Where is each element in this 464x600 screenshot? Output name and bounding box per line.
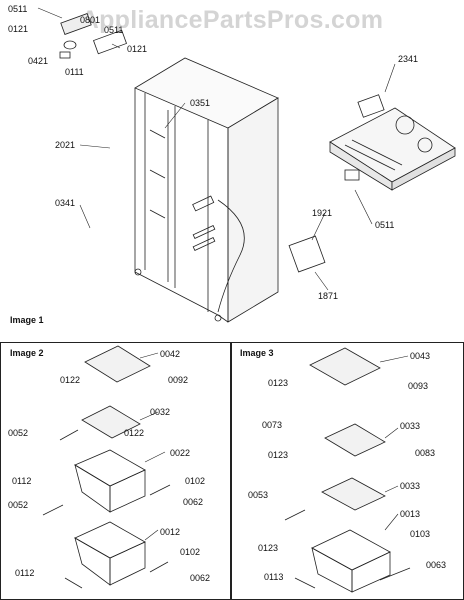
refrigerator-cabinet <box>134 57 279 323</box>
image2-title: Image 2 <box>10 348 44 358</box>
part-label: 0093 <box>408 381 429 391</box>
leader-lines <box>37 7 409 541</box>
part-label: 2021 <box>55 140 76 150</box>
part-label: 0043 <box>410 351 431 361</box>
part-label: 0511 <box>104 25 124 35</box>
part-label: 0112 <box>15 568 35 578</box>
part-label: 0033 <box>400 421 421 431</box>
part-label: 2341 <box>398 54 419 64</box>
part-label: 0052 <box>8 500 29 510</box>
part-label: 0421 <box>28 56 49 66</box>
part-label: 0801 <box>80 15 101 25</box>
part-label: 0121 <box>8 24 29 34</box>
part-label: 0013 <box>400 509 421 519</box>
part-label: 0073 <box>262 420 283 430</box>
part-label: 0052 <box>8 428 29 438</box>
part-label: 0062 <box>183 497 204 507</box>
part-label: 0122 <box>60 375 81 385</box>
part-label: 0123 <box>258 543 279 553</box>
part-label: 0102 <box>180 547 201 557</box>
part-label: 1871 <box>318 291 339 301</box>
part-label: 0341 <box>55 198 76 208</box>
part-label: 0123 <box>268 450 289 460</box>
part-label: 0042 <box>160 349 181 359</box>
part-label: 0062 <box>190 573 211 583</box>
image3-parts <box>284 347 411 593</box>
part-label: 0113 <box>264 572 284 582</box>
part-label: 0511 <box>8 4 28 14</box>
part-label: 0032 <box>150 407 171 417</box>
image1-title: Image 1 <box>10 315 44 325</box>
part-label: 0112 <box>12 476 32 486</box>
control-assembly <box>59 13 128 59</box>
part-label: 0092 <box>168 375 189 385</box>
part-label: 0123 <box>268 378 289 388</box>
part-label: 1921 <box>312 208 333 218</box>
part-label: 0063 <box>426 560 447 570</box>
part-label: 0121 <box>127 44 148 54</box>
part-label: 0053 <box>248 490 269 500</box>
part-label: 0351 <box>190 98 211 108</box>
compressor-assembly <box>329 94 456 191</box>
drain-pan <box>288 235 326 273</box>
part-label: 0511 <box>375 220 395 230</box>
image2-parts <box>42 345 171 589</box>
image3-title: Image 3 <box>240 348 274 358</box>
part-label: 0122 <box>124 428 145 438</box>
part-label: 0012 <box>160 527 181 537</box>
part-label: 0111 <box>65 67 84 77</box>
part-label: 0102 <box>185 476 206 486</box>
part-label: 0033 <box>400 481 421 491</box>
part-label: 0083 <box>415 448 436 458</box>
part-label: 0022 <box>170 448 191 458</box>
watermark: AppliancePartsPros.com <box>80 6 384 34</box>
part-label: 0103 <box>410 529 431 539</box>
